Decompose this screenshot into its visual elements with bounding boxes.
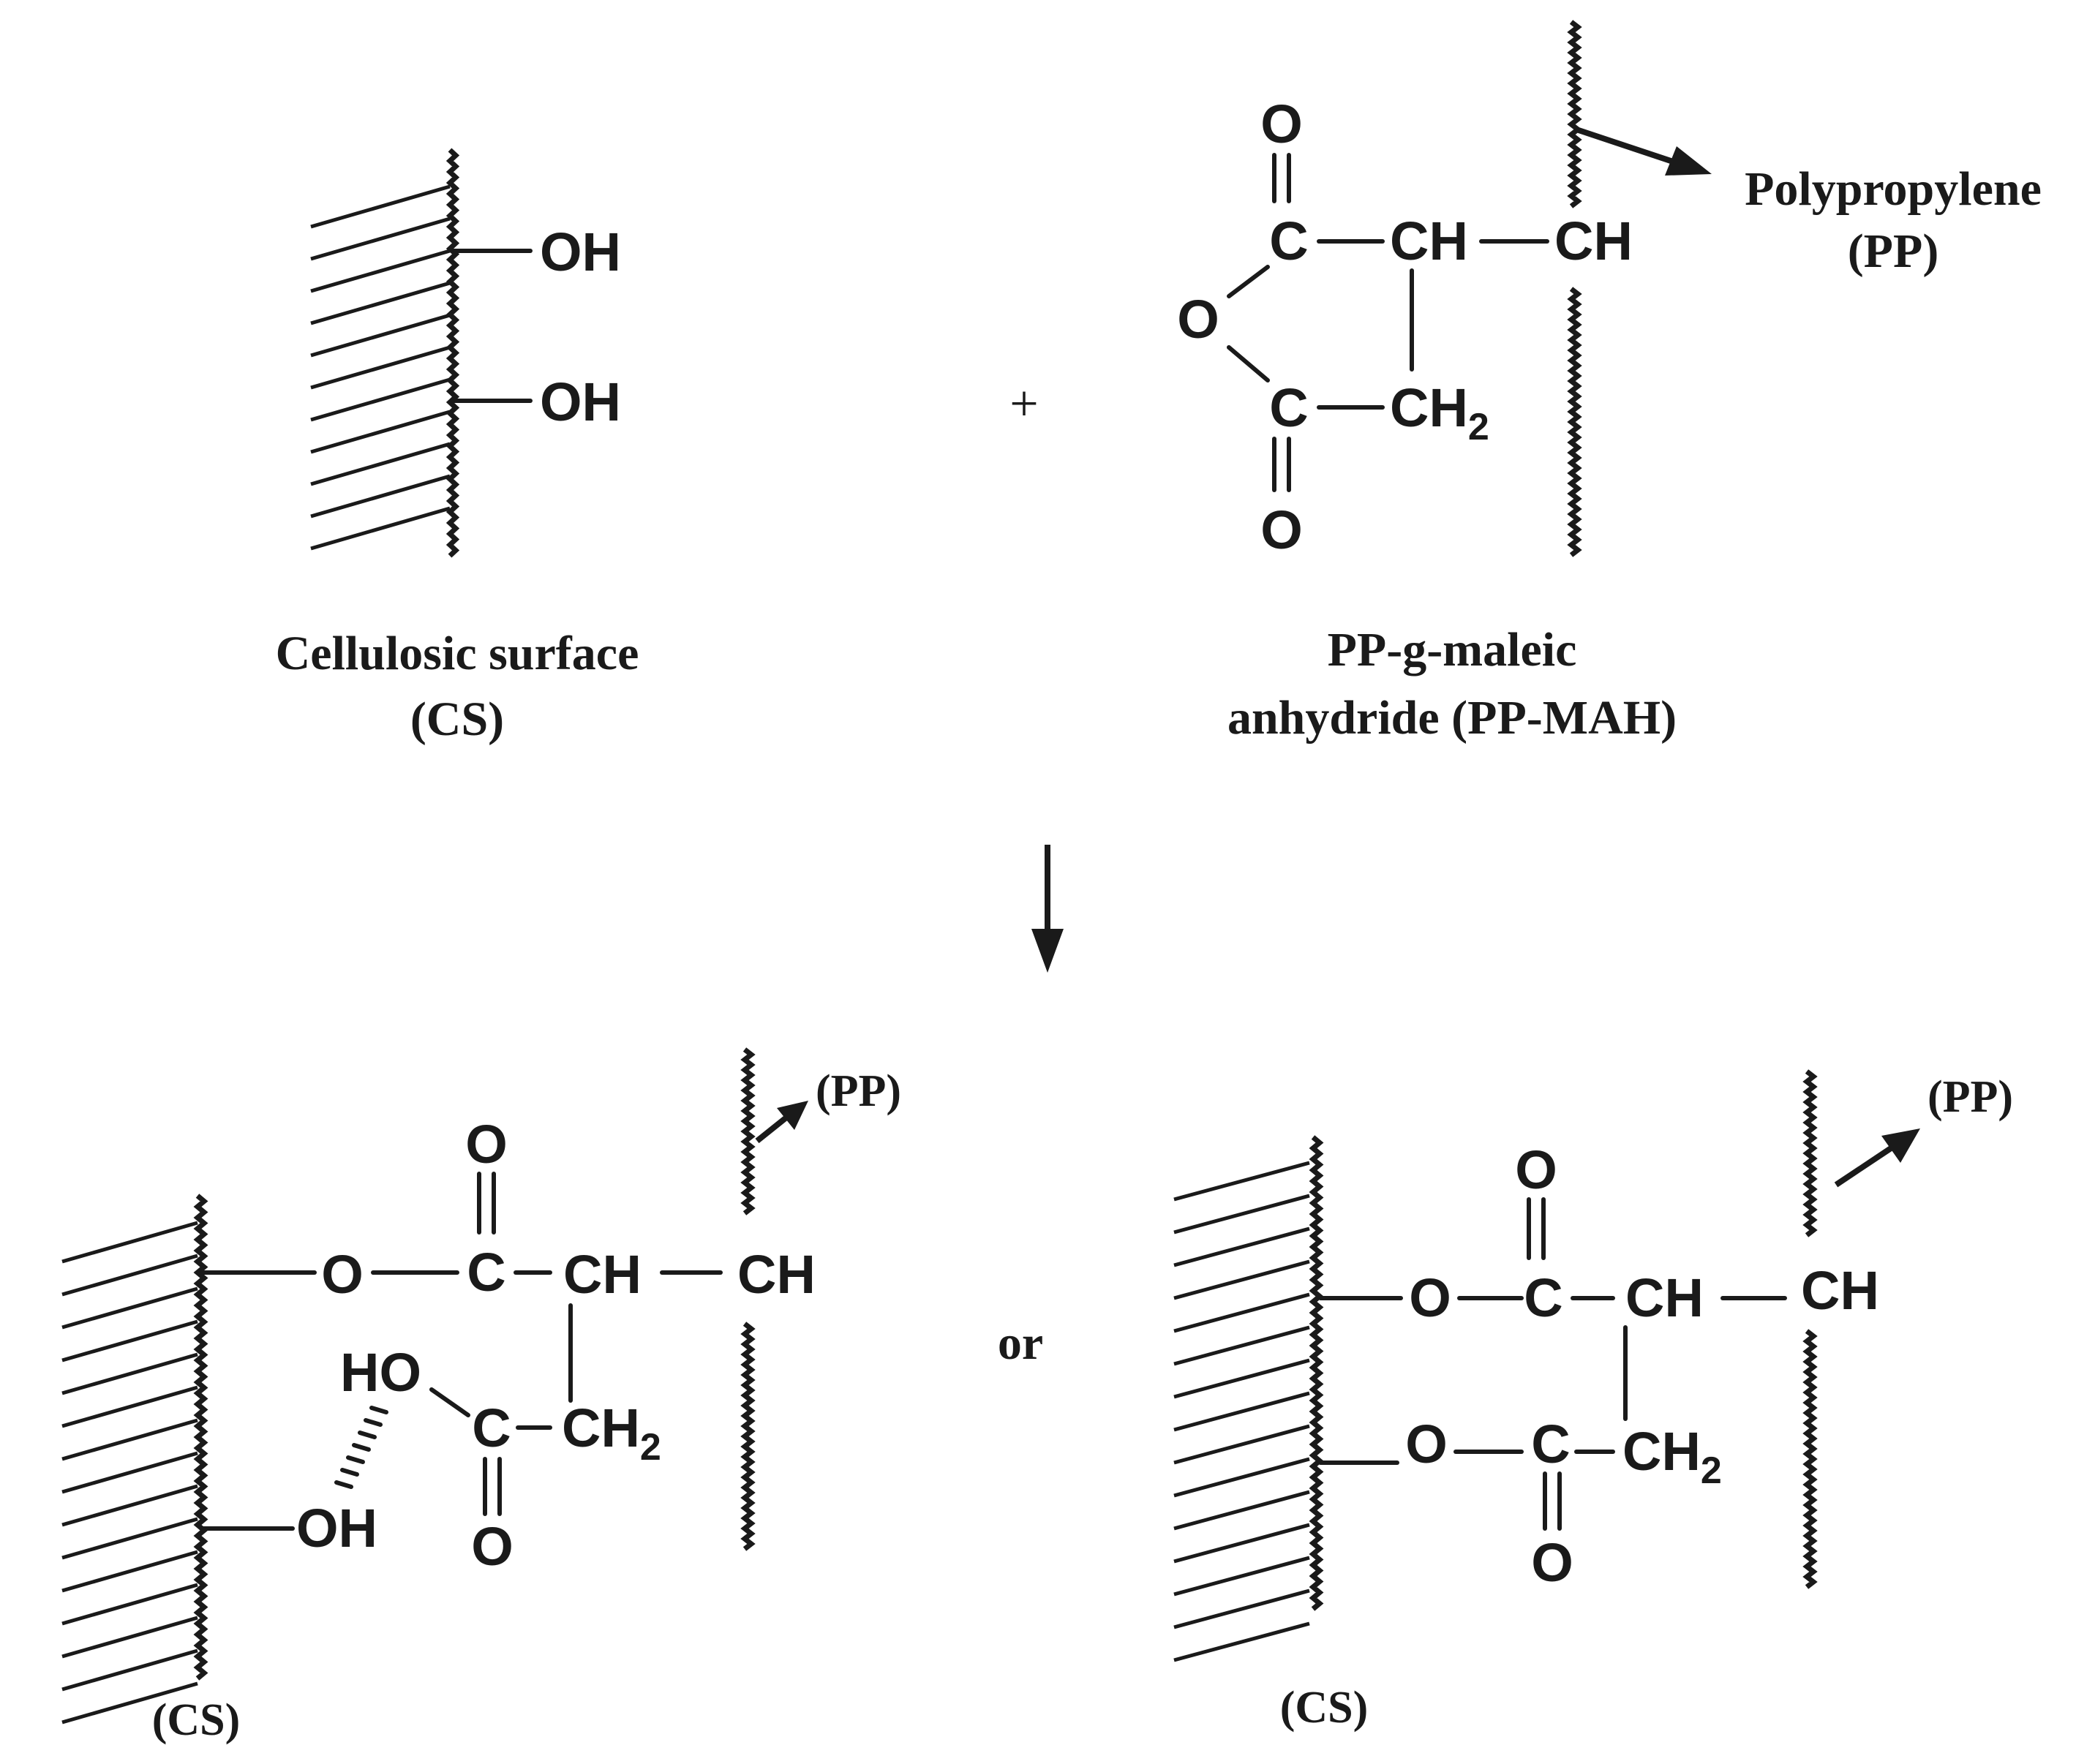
- pp-pointer-arrowhead-right: [1881, 1128, 1920, 1163]
- or-text: or: [998, 1316, 1043, 1370]
- pp-chain-wavy-top: [1567, 20, 1582, 208]
- ch2-base: CH2: [562, 1398, 661, 1469]
- acid-carbon: C: [472, 1398, 511, 1458]
- pp-chain-wavy-bottom: [1567, 287, 1582, 557]
- plus-sign: +: [1009, 376, 1038, 432]
- surface-hatching-left: [61, 1221, 198, 1725]
- carbon-bottom: C: [1531, 1414, 1570, 1474]
- reaction-arrow: [1031, 845, 1064, 973]
- pp-mah-caption-line1: PP-g-maleic: [1328, 623, 1577, 676]
- surface-oh: OH: [296, 1498, 377, 1558]
- pp-label-right: (PP): [1928, 1072, 2013, 1122]
- hydroxyl-bottom: OH: [540, 372, 621, 432]
- cs-caption-line1: Cellulosic surface: [276, 627, 639, 680]
- carbonyl-oxygen: O: [465, 1114, 508, 1175]
- surface-wavy-edge-left: [193, 1194, 208, 1681]
- pp-chain-wavy-top-right: [1802, 1069, 1818, 1237]
- pp-pointer-arrow: [1577, 127, 1677, 165]
- ring-oxygen: O: [1177, 289, 1219, 350]
- product-left: O O C CH CH HO C CH2 O OH: [61, 1047, 901, 1745]
- pp-label-line1: Polypropylene: [1745, 162, 2042, 216]
- pp-pointer-arrow-right: [1834, 1145, 1893, 1188]
- cs-label-left: (CS): [152, 1695, 241, 1745]
- chain-ch: CH: [1554, 211, 1633, 271]
- ch2-base: CH2: [1622, 1421, 1722, 1492]
- surface-hatching-right: [1173, 1161, 1310, 1662]
- pp-chain-wavy-bottom-left: [740, 1322, 756, 1551]
- acid-carbonyl-oxygen: O: [471, 1516, 514, 1577]
- cellulosic-surface-reactant: OH OH Cellulosic surface (CS): [276, 148, 639, 746]
- chain-ch: CH: [1801, 1260, 1879, 1321]
- surface-wavy-edge: [445, 148, 460, 558]
- hydroxyl-top: OH: [540, 222, 621, 282]
- ester-oxygen-top: O: [1409, 1267, 1451, 1328]
- acid-ho: HO: [340, 1342, 421, 1403]
- carbonyl-o-bottom: O: [1260, 500, 1303, 560]
- ring-ch: CH: [1390, 211, 1468, 271]
- pp-chain-wavy-bottom-right: [1802, 1329, 1818, 1589]
- pp-mah-caption-line2: anhydride (PP-MAH): [1227, 691, 1677, 745]
- ester-oxygen-bottom: O: [1405, 1414, 1448, 1474]
- alpha-ch: CH: [1625, 1267, 1704, 1328]
- carbonyl-o-top: O: [1260, 94, 1303, 154]
- surface-wavy-edge-right: [1309, 1135, 1324, 1611]
- carbon-top: C: [1524, 1267, 1562, 1328]
- ester-carbon: C: [467, 1242, 505, 1303]
- pp-chain-wavy-top-left: [740, 1047, 756, 1215]
- cs-label-right: (CS): [1280, 1683, 1369, 1733]
- ch2-base: CH2: [1390, 377, 1489, 448]
- carbonyl-oxygen-bottom: O: [1531, 1532, 1573, 1593]
- hydrogen-bond: [334, 1406, 388, 1489]
- pp-label-line2: (PP): [1848, 225, 1939, 278]
- carbonyl-oxygen-top: O: [1515, 1139, 1557, 1200]
- surface-hatching: [310, 184, 451, 551]
- pp-mah-reactant: O C CH CH O C CH2 O Polypropylene (PP) P…: [1177, 20, 2042, 745]
- pp-label-left: (PP): [816, 1066, 901, 1116]
- product-right: O O C CH CH O C CH2 O (PP) (CS): [1173, 1069, 2013, 1733]
- pp-pointer-arrowhead: [1665, 146, 1712, 176]
- pp-pointer-arrowhead-left: [777, 1101, 808, 1130]
- carbon-top: C: [1269, 211, 1308, 271]
- chain-ch: CH: [737, 1244, 816, 1305]
- pp-pointer-arrow-left: [755, 1115, 789, 1144]
- cs-caption-line2: (CS): [410, 693, 504, 746]
- ester-oxygen: O: [321, 1244, 364, 1305]
- alpha-ch: CH: [563, 1244, 642, 1305]
- carbon-bottom: C: [1269, 377, 1308, 438]
